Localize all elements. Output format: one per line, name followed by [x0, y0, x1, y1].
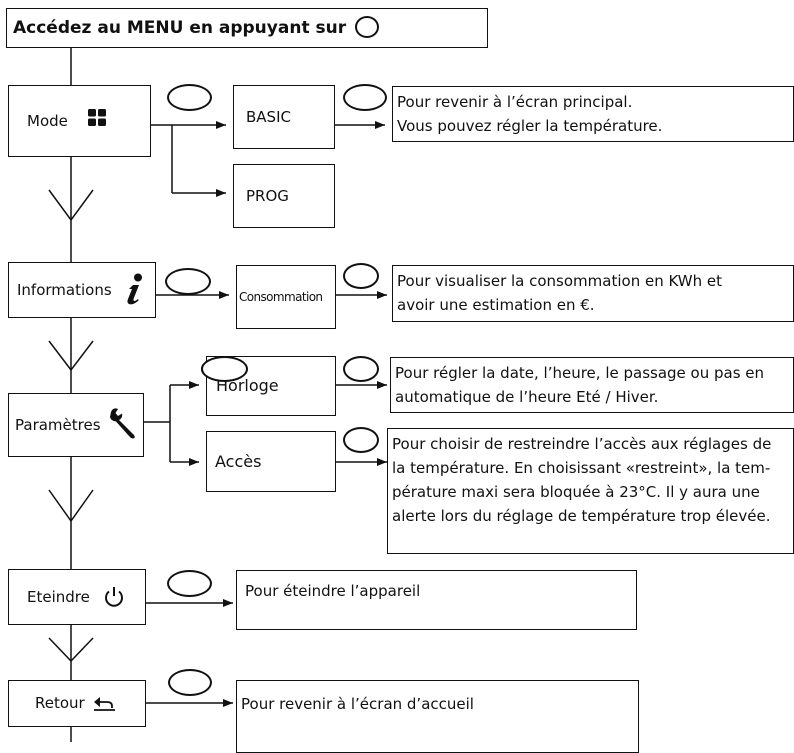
menu-item-parametres[interactable]: Paramètres	[8, 393, 144, 457]
description-line: avoir une estimation en €.	[397, 296, 595, 314]
submenu-acces[interactable]: Accès	[206, 431, 336, 492]
description-acces: Pour choisir de restreindre l’accès aux …	[387, 428, 794, 554]
chevron-down-icon	[48, 637, 94, 663]
description-line: automatique de l’heure Eté / Hiver.	[395, 388, 659, 406]
description-line: alerte lors du réglage de température tr…	[392, 507, 771, 525]
submenu-label: BASIC	[246, 107, 291, 126]
menu-item-label: Mode	[27, 111, 68, 130]
header-text: Accédez au MENU en appuyant sur	[13, 17, 347, 38]
header-box: Accédez au MENU en appuyant sur	[6, 8, 488, 48]
submenu-label: Consommation	[239, 289, 323, 304]
oval-button-icon	[343, 356, 379, 382]
four-squares-icon	[88, 109, 106, 126]
info-i-icon	[127, 273, 142, 305]
wrench-icon	[110, 408, 135, 439]
submenu-prog[interactable]: PROG	[233, 164, 335, 228]
oval-button-icon	[167, 570, 212, 597]
chevron-down-icon	[48, 489, 94, 523]
submenu-label: PROG	[246, 186, 289, 205]
description-horloge: Pour régler la date, l’heure, le passage…	[390, 357, 794, 413]
description-line: Pour régler la date, l’heure, le passage…	[395, 364, 765, 382]
submenu-basic[interactable]: BASIC	[233, 85, 335, 149]
description-line: Vous pouvez régler la température.	[397, 117, 663, 135]
menu-item-mode[interactable]: Mode	[8, 85, 151, 157]
description-line: pérature maxi sera bloquée à 23°C. Il y …	[392, 483, 760, 501]
chevron-down-icon	[48, 189, 94, 222]
menu-item-retour[interactable]: Retour	[8, 680, 146, 727]
oval-button-icon	[343, 263, 379, 289]
menu-item-label: Eteindre	[27, 587, 90, 606]
description-line: Pour revenir à l’écran principal.	[397, 93, 633, 111]
oval-button-icon	[355, 16, 379, 38]
description-line: Pour choisir de restreindre l’accès aux …	[392, 435, 772, 453]
submenu-label: Accès	[215, 451, 262, 471]
oval-button-icon	[168, 669, 212, 696]
oval-button-icon	[165, 268, 211, 295]
menu-item-label: Informations	[17, 280, 112, 299]
submenu-consommation[interactable]: Consommation	[236, 265, 336, 329]
menu-item-informations[interactable]: Informations	[8, 262, 156, 318]
description-line: Pour revenir à l’écran d’accueil	[241, 695, 474, 713]
oval-button-icon	[201, 356, 248, 382]
return-arrow-icon	[94, 697, 115, 711]
chevron-down-icon	[48, 340, 94, 372]
oval-button-icon	[343, 84, 387, 111]
description-eteindre: Pour éteindre l’appareil	[236, 570, 637, 630]
menu-item-eteindre[interactable]: Eteindre	[8, 569, 146, 625]
description-line: Pour visualiser la consommation en KWh e…	[397, 272, 722, 290]
power-icon	[105, 587, 123, 607]
menu-item-label: Retour	[35, 694, 85, 712]
description-line: la température. En choisissant «restrein…	[392, 459, 771, 477]
menu-item-label: Paramètres	[15, 415, 101, 434]
description-basic: Pour revenir à l’écran principal. Vous p…	[392, 86, 794, 142]
oval-button-icon	[343, 427, 379, 453]
description-line: Pour éteindre l’appareil	[245, 582, 421, 600]
oval-button-icon	[167, 84, 212, 111]
description-consommation: Pour visualiser la consommation en KWh e…	[392, 265, 794, 322]
description-retour: Pour revenir à l’écran d’accueil	[236, 680, 639, 753]
